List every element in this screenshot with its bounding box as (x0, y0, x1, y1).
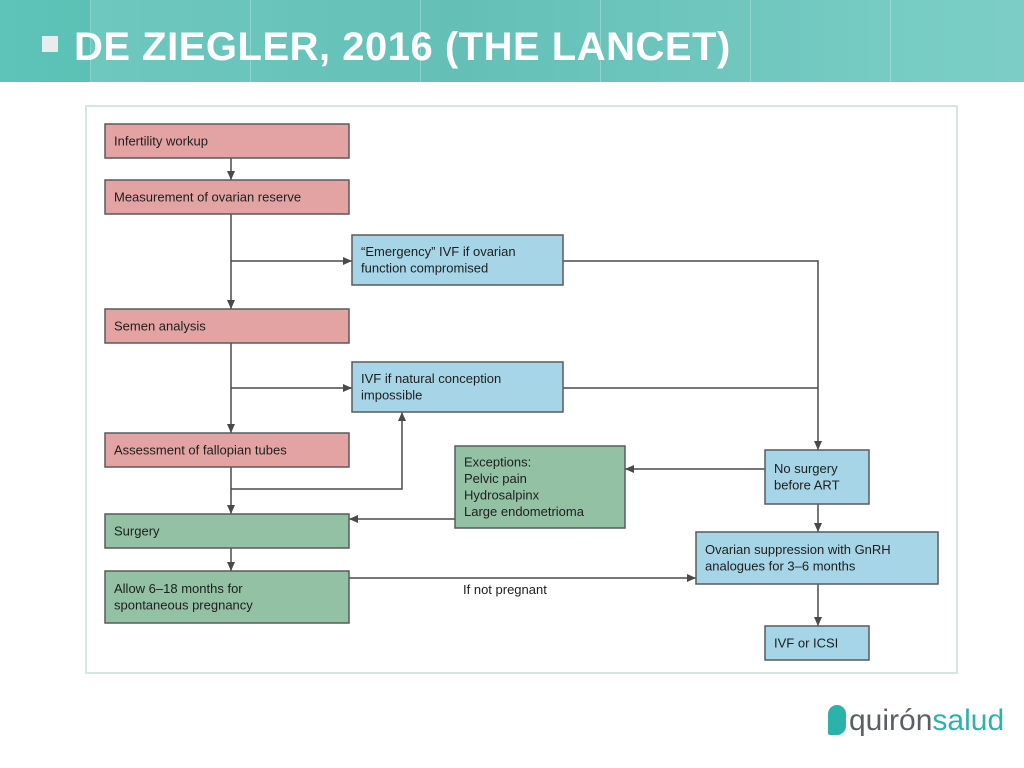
quironsalud-logo: quirónsalud (828, 701, 1004, 743)
logo-part2: salud (932, 704, 1005, 737)
node-label-line: Exceptions: (464, 455, 531, 470)
node-box (104, 179, 350, 215)
node-box (104, 432, 350, 468)
header-photo-tile (250, 0, 421, 82)
node-surgery: Surgery (104, 513, 350, 549)
header-photo-tile (890, 0, 1024, 82)
node-semen: Semen analysis (104, 308, 350, 344)
node-label-line: impossible (361, 388, 422, 403)
header-photo-tile (750, 0, 891, 82)
node-label-line: IVF or ICSI (774, 635, 838, 650)
edge-fallopian-to-ivf-natural (231, 412, 406, 490)
node-label-line: analogues for 3–6 months (705, 559, 856, 574)
node-label-line: No surgery (774, 461, 838, 476)
node-label-line: “Emergency” IVF if ovarian (361, 244, 516, 259)
header-photo-tile (600, 0, 751, 82)
node-box (764, 625, 870, 661)
node-box (351, 234, 564, 286)
node-label-line: Infertility workup (114, 133, 208, 148)
node-label-line: IVF if natural conception (361, 371, 501, 386)
node-emergency-ivf: “Emergency” IVF if ovarian function compr… (351, 234, 564, 286)
header-band (0, 0, 1024, 82)
edge-emergency-ivf-to-no-surgery (563, 260, 822, 450)
node-box (104, 513, 350, 549)
node-label-line: Measurement of ovarian reserve (114, 189, 301, 204)
node-ivf-natural: IVF if natural conception impossible (351, 361, 564, 413)
node-box (454, 445, 626, 529)
node-box (764, 449, 870, 505)
header-photo-tile (420, 0, 601, 82)
node-fallopian: Assessment of fallopian tubes (104, 432, 350, 468)
node-no-surgery: No surgery before ART (764, 449, 870, 505)
page-title: DE ZIEGLER, 2016 (THE LANCET) (74, 25, 731, 69)
node-ovarian-suppression: Ovarian suppression with GnRH analogues f… (695, 531, 939, 585)
node-label-line: before ART (774, 478, 840, 493)
edges-layer (227, 158, 822, 626)
node-label-line: Surgery (114, 523, 160, 538)
logo-mark-icon (828, 705, 846, 735)
node-label-line: Ovarian suppression with GnRH (705, 542, 891, 557)
node-label-line: function compromised (361, 261, 488, 276)
node-ivf-icsi: IVF or ICSI (764, 625, 870, 661)
node-label-line: spontaneous pregnancy (114, 598, 253, 613)
node-infertility: Infertility workup (104, 123, 350, 159)
node-label-line: Allow 6–18 months for (114, 581, 243, 596)
node-box (104, 308, 350, 344)
logo-part1: quirón (849, 704, 933, 737)
node-box (104, 123, 350, 159)
logo-wordmark: quirónsalud (849, 701, 1004, 741)
edge-label-if-not-pregnant: If not pregnant (463, 582, 547, 597)
node-allow-months: Allow 6–18 months for spontaneous pregnan… (104, 570, 350, 624)
header-photo-tile (90, 0, 251, 82)
node-exceptions: Exceptions:Pelvic painHydrosalpinxLarge … (454, 445, 626, 529)
node-label-line: Hydrosalpinx (464, 488, 540, 503)
title-bullet-square (42, 36, 58, 52)
node-ovarian-reserve: Measurement of ovarian reserve (104, 179, 350, 215)
node-box (695, 531, 939, 585)
node-label-line: Semen analysis (114, 318, 206, 333)
node-box (104, 570, 350, 624)
node-box (351, 361, 564, 413)
node-label-line: Pelvic pain (464, 471, 527, 486)
node-label-line: Large endometrioma (464, 504, 585, 519)
node-label-line: Assessment of fallopian tubes (114, 442, 287, 457)
